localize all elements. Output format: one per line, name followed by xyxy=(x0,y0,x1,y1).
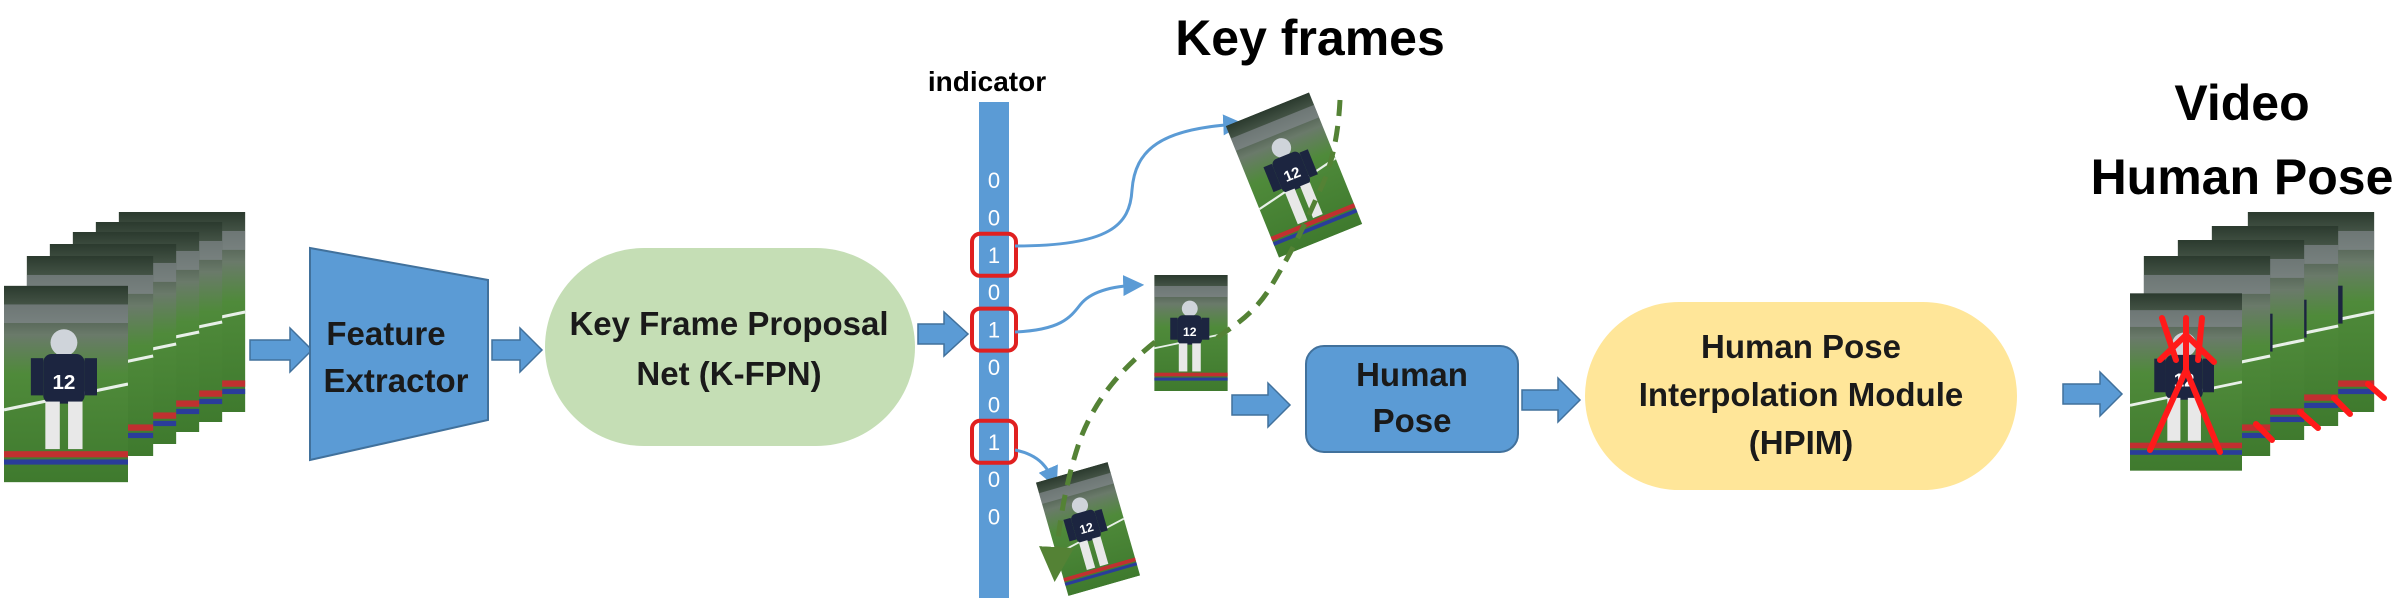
key-frame-image xyxy=(1153,275,1229,391)
interpolation-dashed-path xyxy=(1039,340,1157,582)
indicator-bit: 1 xyxy=(988,243,1000,268)
indicator-bits: 0 0 1 0 1 0 0 1 0 0 xyxy=(970,168,1018,530)
kfpn-label-line2: Net (K-FPN) xyxy=(636,355,821,392)
kfpn-block: Key Frame Proposal Net (K-FPN) xyxy=(545,248,915,446)
key-frame-image xyxy=(1224,91,1364,259)
flow-arrow xyxy=(491,326,544,374)
hpim-label-line3: (HPIM) xyxy=(1749,424,1853,461)
feature-extractor-block: Feature Extractor xyxy=(309,246,489,462)
indicator-bit: 0 xyxy=(988,467,1000,492)
feature-extractor-label-line2: Extractor xyxy=(324,362,469,399)
indicator-bit: 0 xyxy=(988,205,1000,230)
flow-arrow xyxy=(917,310,970,358)
input-video-frames xyxy=(4,212,246,484)
indicator-bit: 0 xyxy=(988,505,1000,530)
human-pose-label-line1: Human xyxy=(1356,356,1468,393)
flow-arrow xyxy=(1231,381,1292,429)
indicator-vector: indicator 0 0 1 0 1 0 0 1 0 0 xyxy=(928,66,1046,598)
hpim-label-line2: Interpolation Module xyxy=(1639,376,1963,413)
feature-extractor-label-line1: Feature xyxy=(326,315,445,352)
output-video-frames xyxy=(2130,212,2387,473)
indicator-bit: 0 xyxy=(988,355,1000,380)
indicator-bit: 1 xyxy=(988,430,1000,455)
flow-arrow xyxy=(249,326,314,374)
hpim-block: Human Pose Interpolation Module (HPIM) xyxy=(1585,302,2017,490)
selected-bit-highlight xyxy=(970,418,1018,465)
key-frame-image xyxy=(1034,460,1142,598)
output-title-line1: Video xyxy=(2174,75,2309,131)
indicator-bit: 1 xyxy=(988,318,1000,343)
indicator-bit: 0 xyxy=(988,168,1000,193)
hpim-label-line1: Human Pose xyxy=(1701,328,1901,365)
flow-arrow xyxy=(1521,376,1582,424)
selection-arrow xyxy=(1014,275,1145,334)
kfpn-label-line1: Key Frame Proposal xyxy=(569,305,888,342)
selected-bit-highlight xyxy=(970,306,1018,353)
video-frame xyxy=(4,284,128,484)
human-pose-block: Human Pose xyxy=(1305,345,1519,453)
output-title-line2: Human Pose xyxy=(2091,149,2394,205)
selected-bit-highlight xyxy=(970,231,1018,278)
flow-arrow xyxy=(2062,370,2124,418)
pose-skeleton-overlay xyxy=(2147,315,2387,455)
indicator-bit: 0 xyxy=(988,280,1000,305)
indicator-bit: 0 xyxy=(988,392,1000,417)
human-pose-label-line2: Pose xyxy=(1373,402,1452,439)
selection-arrow xyxy=(1014,114,1245,248)
indicator-label: indicator xyxy=(928,66,1046,97)
interpolation-dashed-path xyxy=(1213,99,1343,342)
key-frames-title: Key frames xyxy=(1175,10,1445,66)
key-frames xyxy=(1034,91,1364,598)
